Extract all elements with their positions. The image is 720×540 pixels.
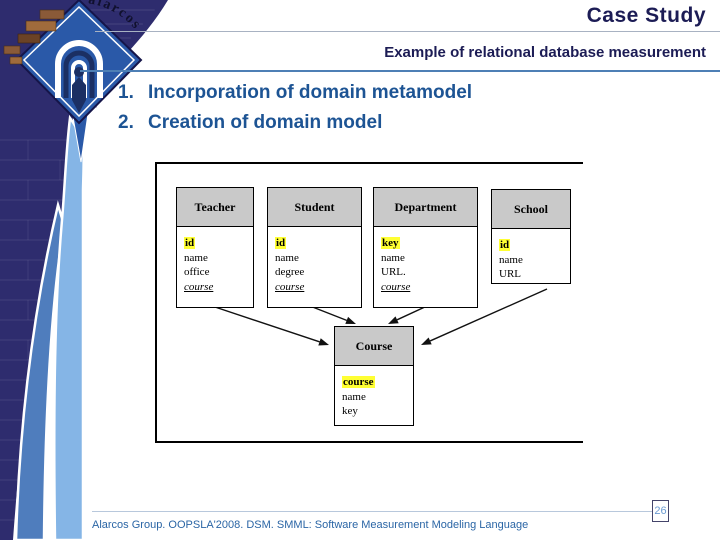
db-field-name: name (184, 251, 208, 264)
arrow-school-to-course (429, 288, 548, 342)
db-field-key: id (275, 237, 287, 249)
db-field: course (275, 280, 361, 295)
logo-diamond-inner-outline (22, 5, 136, 118)
alarcos-logo: alarcos (3, 0, 143, 163)
db-field-derived: course (381, 280, 411, 293)
db-field-key: key (381, 237, 400, 249)
page-number: 26 (652, 500, 669, 522)
logo-arch-middle (63, 50, 95, 98)
db-field: name (184, 251, 253, 266)
numbered-list: 1. Incorporation of domain metamodel 2. … (118, 78, 472, 138)
list-item-number: 2. (118, 112, 134, 133)
db-field-derived: course (184, 280, 214, 293)
swoosh-light-band (53, 114, 85, 540)
db-field-name: name (275, 251, 299, 264)
db-table-teacher: Teacher id name office course (176, 187, 254, 308)
db-table-student: Student id name degree course (267, 187, 362, 308)
db-field-name: URL (499, 268, 521, 280)
db-field-name: name (381, 251, 405, 264)
db-field: name (381, 251, 477, 266)
db-table-fields: id name degree course (268, 227, 361, 294)
list-item: 1. Incorporation of domain metamodel (118, 78, 472, 108)
logo-figure-body (72, 77, 86, 113)
list-item-number: 1. (118, 82, 134, 103)
db-field-key: id (184, 237, 196, 249)
db-field: name (342, 390, 413, 405)
db-field: key (342, 404, 413, 419)
footer-text: Alarcos Group. OOPSLA'2008. DSM. SMML: S… (92, 519, 529, 531)
title-divider (95, 31, 720, 32)
db-field: course (381, 280, 477, 295)
db-table-title: Student (268, 188, 361, 227)
arrowhead-icon (388, 316, 399, 324)
logo-bricks (3, 9, 65, 65)
sidebar-navy-strip (0, 0, 85, 540)
arrowhead-icon (421, 337, 432, 345)
db-field: name (275, 251, 361, 266)
diagram-arrows (214, 288, 548, 346)
db-table-title: Teacher (177, 188, 253, 227)
db-table-title: Department (374, 188, 477, 227)
db-table-fields: course name key (335, 366, 413, 419)
page-title: Case Study (586, 4, 706, 27)
db-table-title: School (492, 190, 570, 229)
logo-figure-head (74, 67, 84, 77)
db-field-name: URL. (381, 266, 406, 278)
db-field: id (184, 236, 253, 251)
arrow-student-to-course (309, 305, 347, 322)
db-table-title: Course (335, 327, 413, 366)
db-field: URL. (381, 265, 477, 280)
db-table-course: Course course name key (334, 326, 414, 426)
arrow-department-to-course (396, 305, 428, 321)
db-field: id (275, 236, 361, 251)
db-field: office (184, 265, 253, 280)
swoosh-medium-band (14, 200, 66, 540)
list-item: 2. Creation of domain model (118, 108, 472, 138)
db-field-key: course (342, 376, 375, 388)
list-item-text: Creation of domain model (148, 112, 383, 133)
db-field: URL (499, 267, 570, 282)
db-field: degree (275, 265, 361, 280)
arrowhead-icon (318, 338, 329, 346)
arrowhead-icon (345, 316, 356, 324)
sidebar-graphic: alarcos (0, 0, 168, 540)
er-diagram: Teacher id name office course Student id name de… (155, 162, 583, 443)
db-field: course (342, 375, 413, 390)
page-subtitle: Example of relational database measureme… (384, 44, 706, 61)
db-field-name: key (342, 405, 358, 417)
db-field: id (499, 238, 570, 253)
db-field-key: id (499, 239, 511, 251)
logo-arch-inner (71, 60, 87, 98)
subtitle-divider (80, 70, 720, 72)
list-item-text: Incorporation of domain metamodel (148, 82, 473, 103)
db-field: course (184, 280, 253, 295)
arrow-teacher-to-course (214, 306, 320, 343)
db-table-fields: id name office course (177, 227, 253, 294)
db-field-name: office (184, 266, 210, 278)
db-field-derived: course (275, 280, 305, 293)
logo-arch-outer (55, 40, 103, 98)
db-field-name: degree (275, 266, 305, 278)
footer-divider (92, 511, 652, 512)
db-field: key (381, 236, 477, 251)
db-field-name: name (342, 390, 366, 403)
db-field: name (499, 253, 570, 268)
db-field-name: name (499, 253, 523, 266)
